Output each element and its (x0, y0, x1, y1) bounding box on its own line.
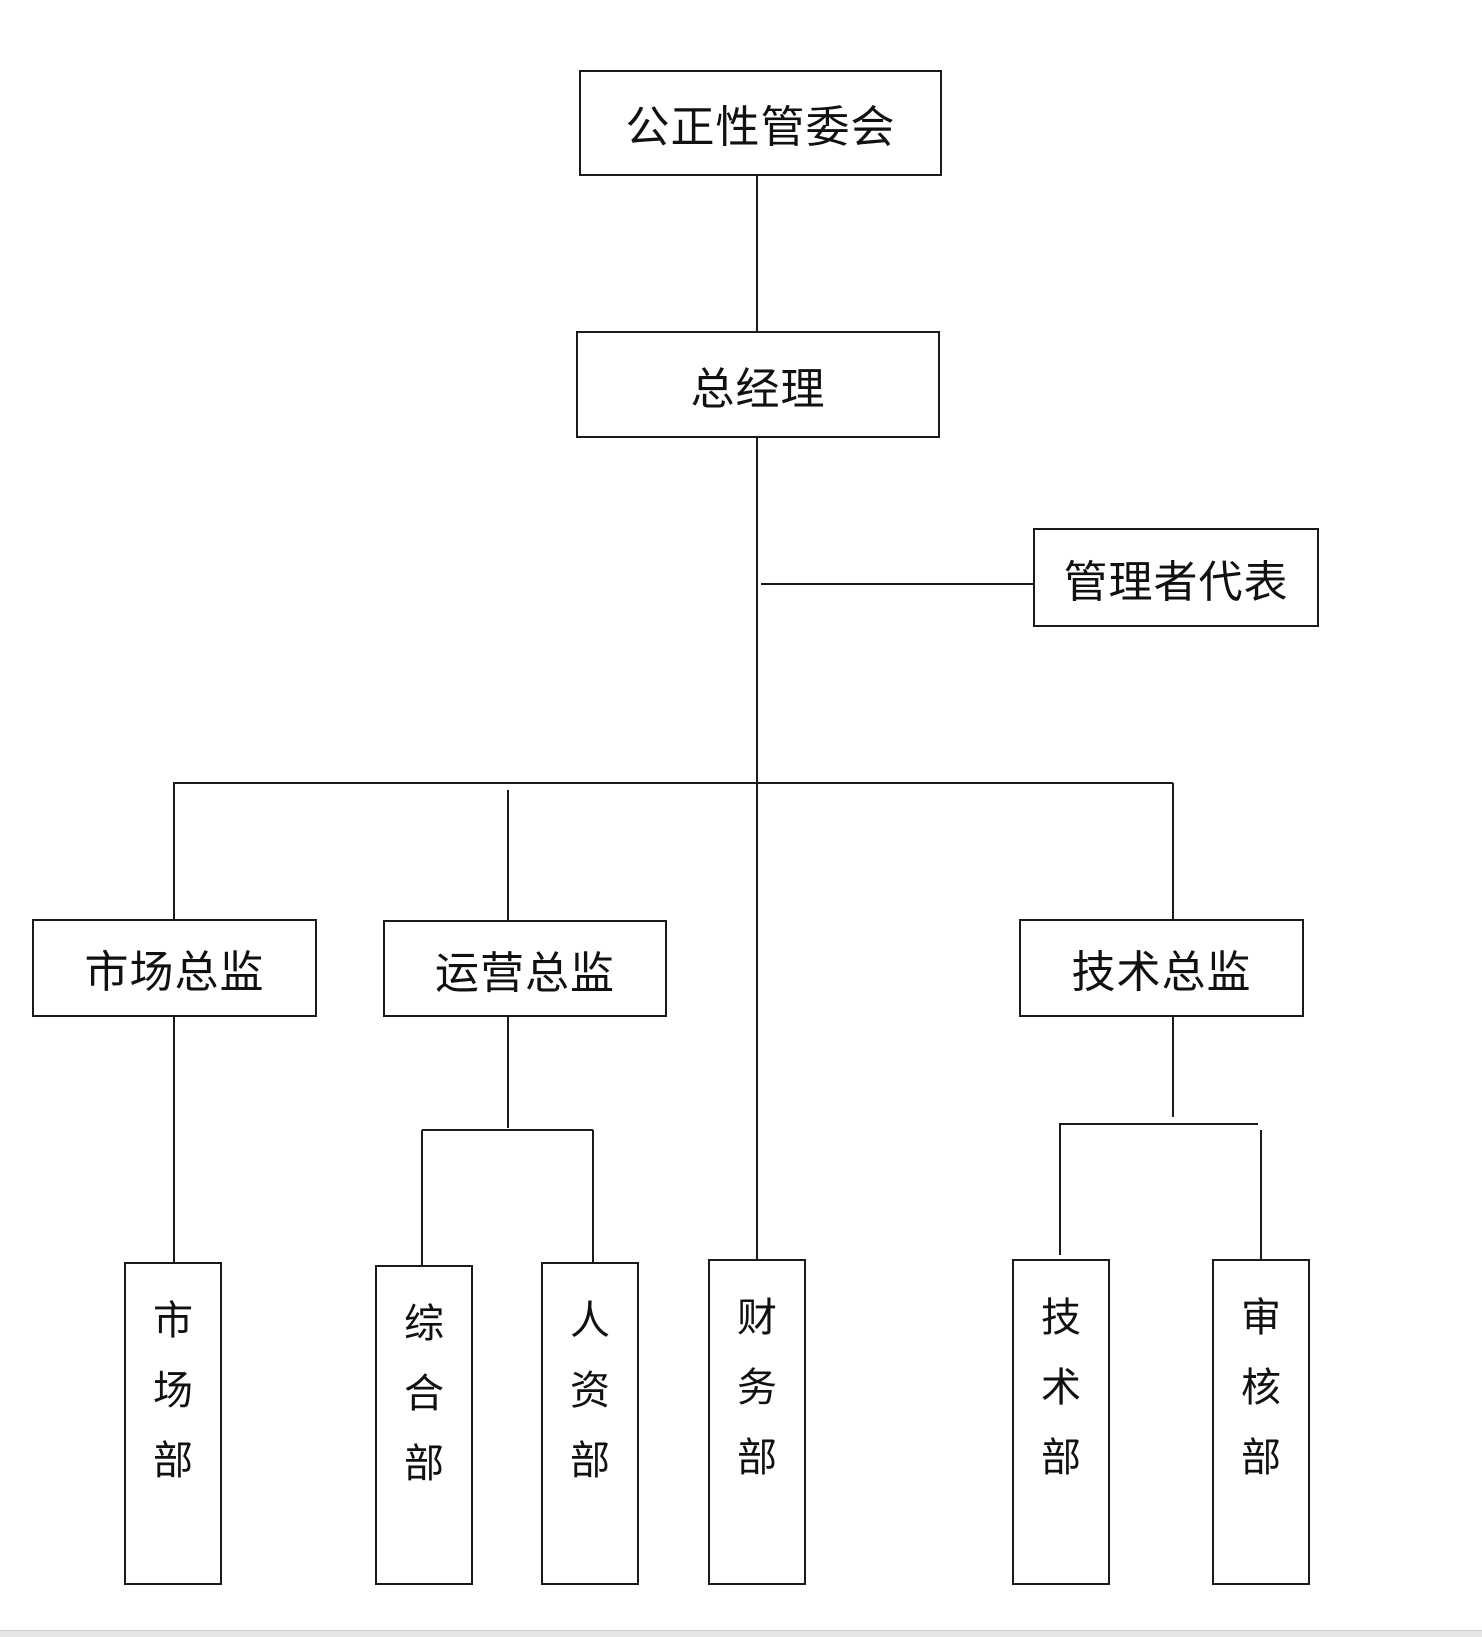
hr-dept-label: 人资部 (570, 1298, 611, 1484)
audit-dept-box: 审核部 (1212, 1259, 1310, 1585)
management-rep-box: 管理者代表 (1033, 528, 1319, 627)
market-dept-box: 市场部 (124, 1262, 222, 1585)
finance-dept-label: 财务部 (737, 1295, 778, 1481)
general-dept-label: 综合部 (404, 1301, 445, 1487)
management-rep-label: 管理者代表 (1063, 556, 1289, 608)
committee-label: 公正性管委会 (625, 102, 896, 153)
market-dept-label: 市场部 (153, 1298, 194, 1484)
market-director-label: 市场总监 (84, 947, 265, 998)
committee-box: 公正性管委会 (579, 70, 942, 176)
finance-dept-box: 财务部 (708, 1259, 806, 1585)
tech-dept-box: 技术部 (1012, 1259, 1110, 1585)
audit-dept-label: 审核部 (1241, 1295, 1282, 1481)
tech-director-box: 技术总监 (1019, 919, 1304, 1017)
tech-director-label: 技术总监 (1071, 947, 1252, 998)
market-director-box: 市场总监 (32, 919, 317, 1017)
operations-director-box: 运营总监 (383, 920, 667, 1017)
hr-dept-box: 人资部 (541, 1262, 639, 1585)
tech-dept-label: 技术部 (1041, 1295, 1082, 1481)
general-dept-box: 综合部 (375, 1265, 473, 1585)
operations-director-label: 运营总监 (435, 947, 615, 999)
window-bottom-edge (0, 1630, 1482, 1637)
general-manager-box: 总经理 (576, 331, 940, 438)
general-manager-label: 总经理 (690, 363, 826, 415)
